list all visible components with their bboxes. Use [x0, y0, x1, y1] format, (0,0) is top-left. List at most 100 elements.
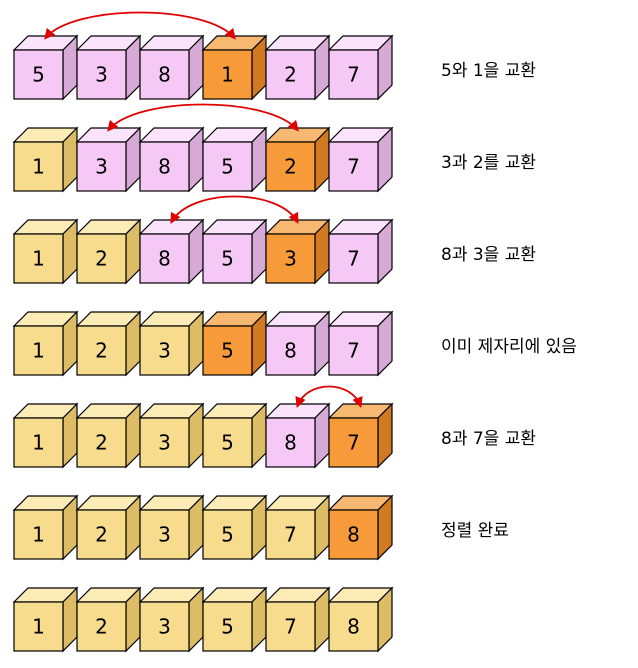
cube-value: 1 — [32, 155, 45, 179]
cube: 2 — [75, 310, 142, 377]
cube-front-face — [265, 141, 316, 192]
cube: 7 — [327, 126, 394, 193]
cube: 5 — [201, 586, 268, 653]
cube-value: 2 — [284, 155, 297, 179]
cube-value: 5 — [221, 523, 234, 547]
cube: 7 — [264, 494, 331, 561]
cube-front-face — [13, 141, 64, 192]
cube-value: 2 — [95, 523, 108, 547]
cube: 2 — [75, 402, 142, 469]
cube: 3 — [75, 34, 142, 101]
cube-front-face — [328, 141, 379, 192]
cube-front-face — [202, 49, 253, 100]
cube-front-face — [13, 417, 64, 468]
cube-front-face — [76, 325, 127, 376]
cube: 7 — [327, 310, 394, 377]
cube: 8 — [138, 218, 205, 285]
swap-arrow — [170, 195, 299, 224]
cube: 5 — [201, 126, 268, 193]
cube: 3 — [138, 494, 205, 561]
cube-value: 2 — [95, 431, 108, 455]
cube-front-face — [139, 417, 190, 468]
cube-front-face — [265, 49, 316, 100]
cube-front-face — [265, 417, 316, 468]
cube-value: 1 — [32, 339, 45, 363]
cube: 2 — [264, 34, 331, 101]
cube-value: 7 — [284, 615, 297, 639]
cube-value: 8 — [158, 63, 171, 87]
cube-front-face — [202, 233, 253, 284]
cube: 8 — [327, 586, 394, 653]
cube-front-face — [13, 601, 64, 652]
cube-value: 5 — [221, 431, 234, 455]
cube-value: 5 — [32, 63, 45, 87]
cube: 7 — [327, 218, 394, 285]
cube-value: 2 — [95, 339, 108, 363]
cube-value: 8 — [158, 247, 171, 271]
cube-front-face — [76, 601, 127, 652]
cube-value: 8 — [347, 615, 360, 639]
cube: 1 — [12, 218, 79, 285]
cube-value: 7 — [284, 523, 297, 547]
cube-front-face — [328, 417, 379, 468]
cube-front-face — [328, 325, 379, 376]
cube: 7 — [327, 402, 394, 469]
cube-front-face — [202, 509, 253, 560]
cube-value: 1 — [32, 615, 45, 639]
cube: 3 — [75, 126, 142, 193]
cube-value: 5 — [221, 155, 234, 179]
cube: 7 — [327, 34, 394, 101]
cube: 1 — [12, 586, 79, 653]
swap-arrow — [107, 103, 299, 132]
cube: 5 — [201, 494, 268, 561]
cube: 3 — [138, 402, 205, 469]
cube-front-face — [202, 601, 253, 652]
cube: 3 — [138, 586, 205, 653]
cube: 7 — [264, 586, 331, 653]
caption-row-3: 8과 3을 교환 — [441, 245, 536, 265]
cube: 1 — [12, 494, 79, 561]
cube: 3 — [264, 218, 331, 285]
cube-front-face — [265, 325, 316, 376]
cube-value: 1 — [221, 63, 234, 87]
cube: 1 — [12, 126, 79, 193]
cube-front-face — [76, 417, 127, 468]
caption-row-6: 정렬 완료 — [441, 521, 509, 541]
cube-front-face — [139, 509, 190, 560]
cube-front-face — [13, 325, 64, 376]
cube-front-face — [139, 141, 190, 192]
cube: 8 — [138, 126, 205, 193]
cube: 5 — [201, 218, 268, 285]
cube-value: 7 — [347, 431, 360, 455]
cube-front-face — [139, 325, 190, 376]
cube-value: 2 — [284, 63, 297, 87]
cube-front-face — [328, 233, 379, 284]
cube-value: 1 — [32, 523, 45, 547]
cube: 1 — [12, 402, 79, 469]
cube: 2 — [75, 218, 142, 285]
cube: 2 — [75, 494, 142, 561]
swap-arrow — [295, 385, 363, 409]
cube-front-face — [139, 601, 190, 652]
cube-value: 5 — [221, 247, 234, 271]
cube-front-face — [328, 601, 379, 652]
cube: 1 — [201, 34, 268, 101]
cube-front-face — [13, 233, 64, 284]
cube-value: 3 — [95, 63, 108, 87]
cube-value: 3 — [158, 339, 171, 363]
cube: 5 — [201, 310, 268, 377]
cube: 2 — [75, 586, 142, 653]
cube-front-face — [202, 417, 253, 468]
cube: 5 — [12, 34, 79, 101]
cube: 2 — [264, 126, 331, 193]
cube-row: 5 3 8 1 2 7 — [12, 34, 394, 101]
cube-front-face — [76, 233, 127, 284]
cube: 3 — [138, 310, 205, 377]
